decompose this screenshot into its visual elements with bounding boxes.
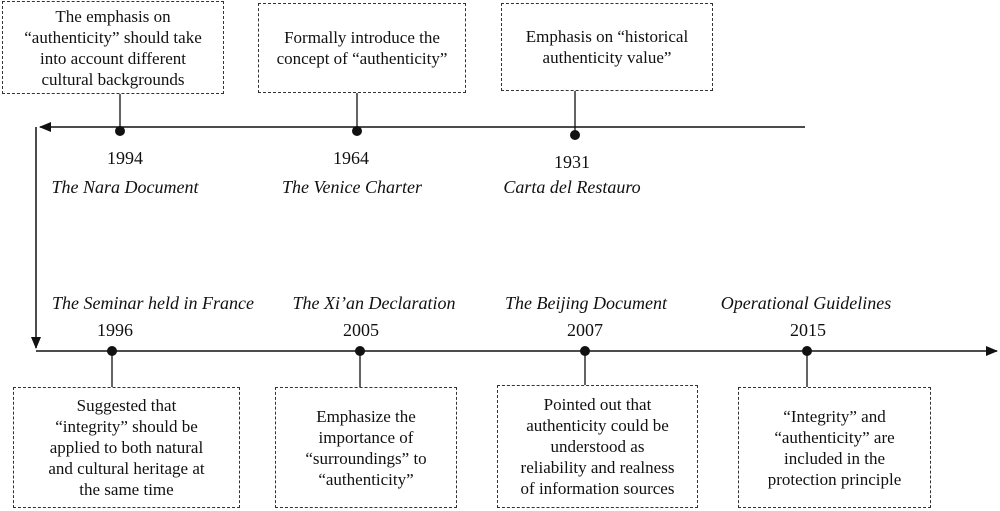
top-event-1-dot <box>115 126 125 136</box>
bottom-event-1-note-box: Suggested that “integrity” should be app… <box>13 387 240 508</box>
bottom-event-3-note-box: Pointed out that authenticity could be u… <box>497 385 698 508</box>
top-event-2-dot <box>352 126 362 136</box>
top-event-1-year: 1994 <box>107 148 143 168</box>
bottom-event-3-document: The Beijing Document <box>505 293 667 313</box>
bottom-event-4-document: Operational Guidelines <box>720 293 892 313</box>
bottom-event-1-dot <box>107 346 117 356</box>
top-event-1-document: The Nara Document <box>51 177 199 197</box>
top-event-2-note-box: Formally introduce the concept of “authe… <box>258 3 466 93</box>
bottom-event-2-document: The Xi’an Declaration <box>292 293 456 313</box>
top-event-2-document: The Venice Charter <box>282 177 422 197</box>
top-event-3-document: Carta del Restauro <box>503 177 641 197</box>
bottom-event-4-dot <box>802 346 812 356</box>
bottom-event-3-year: 2007 <box>567 320 603 340</box>
bottom-event-1-document: The Seminar held in France <box>52 293 254 313</box>
top-event-2-year: 1964 <box>333 148 369 168</box>
bottom-event-1-year: 1996 <box>97 320 133 340</box>
bottom-event-2-note-box: Emphasize the importance of “surrounding… <box>275 387 457 508</box>
bottom-event-2-dot <box>355 346 365 356</box>
bottom-event-2-year: 2005 <box>343 320 379 340</box>
top-event-1-note-box: The emphasis on “authenticity” should ta… <box>2 1 224 94</box>
top-event-3-dot <box>570 130 580 140</box>
bottom-event-4-note-box: “Integrity” and “authenticity” are inclu… <box>738 387 931 508</box>
top-event-3-year: 1931 <box>554 152 590 172</box>
bottom-event-4-year: 2015 <box>790 320 826 340</box>
top-event-3-note-box: Emphasis on “historical authenticity val… <box>501 3 713 91</box>
bottom-event-3-dot <box>580 346 590 356</box>
